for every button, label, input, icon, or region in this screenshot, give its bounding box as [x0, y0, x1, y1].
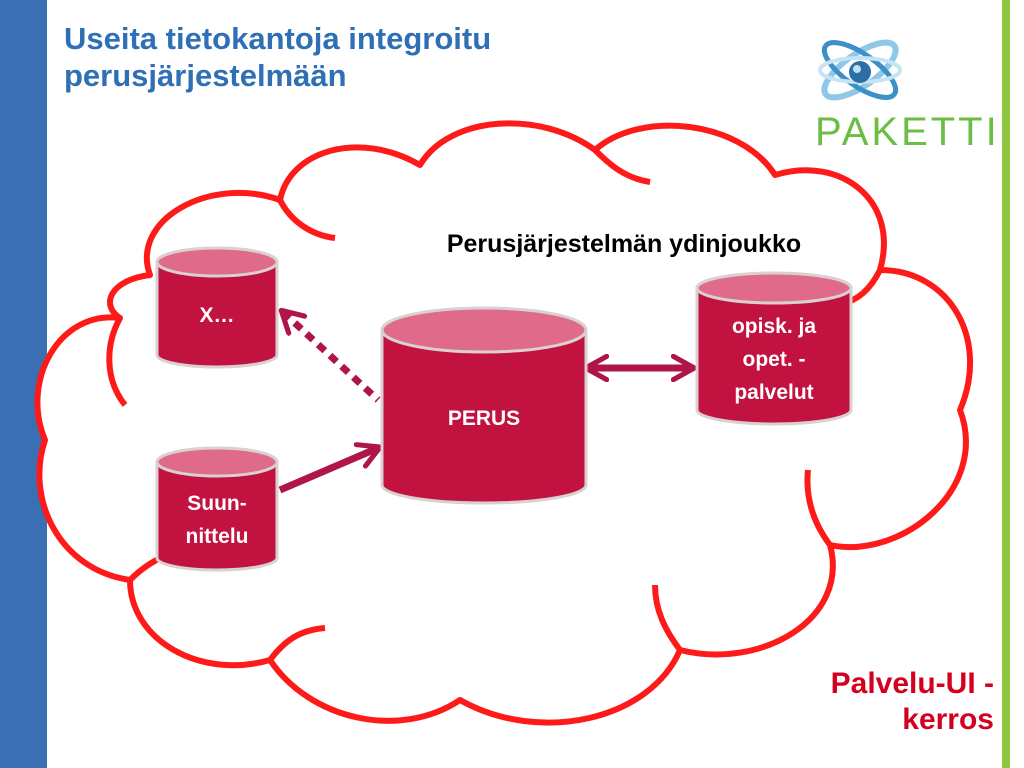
right-accent-bar	[1002, 0, 1010, 768]
service-ui-layer-label: Palvelu-UI - kerros	[831, 666, 994, 738]
cloud-arc	[592, 147, 651, 185]
logo-wordmark: PAKETTI	[815, 110, 1000, 154]
cloud-arc	[804, 469, 833, 547]
slide-title-line-1: Useita tietokantoja integroitu	[64, 21, 492, 56]
database-services: opisk. ja opet. - palvelut	[695, 271, 853, 426]
paketti-logo: PAKETTI	[815, 39, 1000, 154]
cloud-arc	[267, 625, 326, 662]
database-planning: Suun- nittelu	[155, 446, 279, 572]
cloud-arc	[106, 316, 128, 407]
cloud-arc	[652, 584, 683, 652]
database-planning-label-1: Suun-	[187, 492, 246, 515]
slide-title: Useita tietokantoja integroitu perusjärj…	[64, 20, 704, 94]
database-services-label-3: palvelut	[734, 381, 813, 404]
layer-label-line-1: Palvelu-UI -	[830, 667, 994, 700]
dashed-bidirectional-arrow	[283, 312, 381, 403]
database-planning-label-2: nittelu	[186, 525, 249, 548]
planning-arrow	[278, 448, 378, 494]
slide-title-line-2: perusjärjestelmään	[64, 58, 347, 94]
database-x: X…	[155, 246, 279, 369]
atom-logo-icon	[818, 39, 902, 101]
cloud-arc	[277, 198, 336, 241]
database-services-label-2: opet. -	[743, 348, 806, 371]
database-services-label-1: opisk. ja	[732, 315, 816, 338]
layer-label-line-2: kerros	[902, 703, 994, 736]
core-set-label: Perusjärjestelmän ydinjoukko	[447, 230, 801, 258]
database-x-label: X…	[199, 304, 234, 327]
database-perus: PERUS	[380, 306, 588, 505]
database-perus-label: PERUS	[448, 407, 520, 430]
